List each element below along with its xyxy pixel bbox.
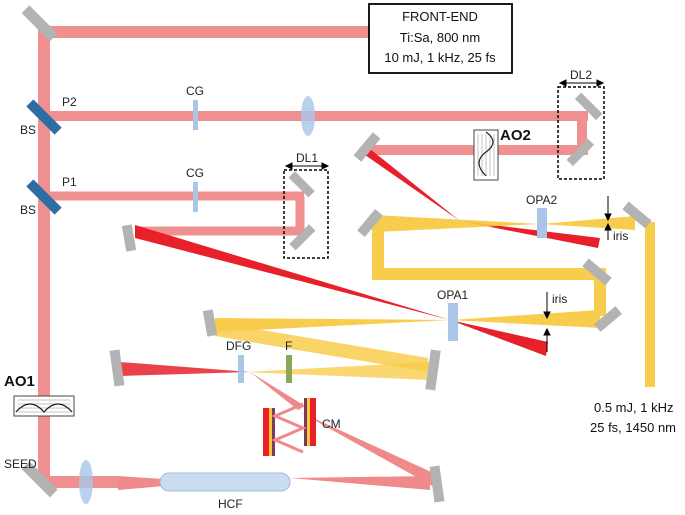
label-filter: F bbox=[285, 339, 292, 353]
cm-left-red bbox=[263, 408, 269, 456]
ao1-device bbox=[13, 395, 75, 417]
cm-left-dark bbox=[272, 408, 275, 456]
label-iris-bottom: iris bbox=[552, 292, 567, 306]
mirror-dl1-bottom bbox=[289, 224, 316, 251]
mirror-dfg-right bbox=[425, 349, 441, 391]
opa1-to-dfg-beam bbox=[215, 322, 428, 372]
cg-top bbox=[193, 100, 198, 130]
hcf-fiber bbox=[159, 472, 291, 492]
dfg-red-cone bbox=[120, 362, 250, 376]
chirped-mirrors bbox=[263, 398, 316, 456]
label-p2: P2 bbox=[62, 95, 77, 109]
iris-bottom-up-arrow-icon bbox=[543, 327, 551, 336]
yellow-beam-paths bbox=[215, 215, 655, 387]
dfg-yellow-beam bbox=[245, 362, 430, 380]
mirror-opa2-right bbox=[622, 201, 652, 229]
opa1-fan-right bbox=[450, 310, 600, 328]
mirror-opa2-left bbox=[357, 209, 383, 237]
mirror-dl2-top bbox=[574, 92, 603, 121]
label-iris-top: iris bbox=[613, 229, 628, 243]
mirror-ao2-curved bbox=[353, 132, 381, 162]
opa1-output-cone bbox=[450, 320, 548, 356]
bs-top bbox=[26, 99, 62, 135]
mirror-hcf-out bbox=[429, 465, 445, 503]
front-end-title: FRONT-END bbox=[402, 9, 478, 24]
iris-bottom-down-arrow-icon bbox=[543, 311, 551, 320]
iris-arrows bbox=[543, 196, 612, 352]
filter bbox=[286, 355, 292, 383]
lens-p2 bbox=[301, 96, 315, 136]
mirrors bbox=[21, 5, 652, 503]
label-seed: SEED bbox=[4, 457, 37, 471]
mirror-p1-curved bbox=[121, 224, 137, 252]
ao2-wave-icon bbox=[478, 131, 494, 177]
bs-bottom bbox=[26, 179, 62, 215]
red-beam-cones bbox=[118, 145, 600, 490]
opa2-loop-bottom bbox=[372, 268, 600, 280]
hcf-out-cone bbox=[290, 476, 430, 490]
cm-right-yellow bbox=[307, 398, 310, 446]
output-line1: 0.5 mJ, 1 kHz bbox=[594, 400, 673, 415]
cm-right-dark bbox=[304, 398, 307, 446]
front-end-box bbox=[368, 3, 513, 74]
label-cm: CM bbox=[322, 417, 341, 431]
opa2-output-cone bbox=[460, 221, 600, 248]
output-line2: 25 fs, 1450 nm bbox=[590, 420, 676, 435]
mirror-opa2-loop bbox=[582, 258, 612, 286]
opa2-crystal bbox=[537, 208, 547, 238]
opa2-fan-right bbox=[540, 216, 635, 230]
mirror-seed bbox=[21, 461, 58, 498]
mirror-dl2-bottom bbox=[566, 138, 595, 167]
opa1-crystal bbox=[448, 303, 458, 341]
dl1-box bbox=[283, 169, 329, 259]
ao1-box bbox=[13, 395, 75, 417]
mirror-top-left bbox=[21, 5, 58, 42]
mirror-dfg-left bbox=[109, 349, 125, 387]
ao2-focus-cone bbox=[365, 145, 460, 221]
label-opa2: OPA2 bbox=[526, 193, 557, 207]
opa2-loop-left bbox=[372, 224, 384, 276]
cm-left-yellow bbox=[269, 408, 272, 456]
cm-to-mirror-beam bbox=[300, 412, 440, 488]
p1-focus-cone bbox=[135, 225, 450, 320]
label-bs-bottom: BS bbox=[20, 203, 36, 217]
beamsplitters bbox=[26, 99, 62, 215]
lens-seed bbox=[79, 460, 93, 504]
mirror-opa1-left bbox=[202, 309, 218, 337]
label-bs-top: BS bbox=[20, 123, 36, 137]
iris-top-up-arrow-icon bbox=[604, 222, 612, 231]
ao2-device bbox=[473, 129, 499, 181]
ao1-wave-icon bbox=[15, 403, 73, 413]
front-end-line2: 10 mJ, 1 kHz, 25 fs bbox=[384, 50, 496, 65]
mirror-dl1-top bbox=[288, 171, 315, 198]
front-end-line1: Ti:Sa, 800 nm bbox=[400, 30, 480, 45]
label-cg-bottom: CG bbox=[186, 166, 204, 180]
delay-arrows bbox=[284, 79, 605, 170]
cm-zigzag-beam bbox=[271, 402, 307, 454]
label-dl1: DL1 bbox=[296, 151, 318, 165]
cg-bottom bbox=[193, 182, 198, 212]
crystals bbox=[79, 96, 547, 504]
dfg-to-cm-beam bbox=[250, 372, 305, 410]
label-hcf: HCF bbox=[218, 497, 243, 511]
label-ao2: AO2 bbox=[500, 127, 531, 144]
label-p1: P1 bbox=[62, 175, 77, 189]
dl2-box bbox=[557, 86, 605, 180]
label-dfg: DFG bbox=[226, 339, 251, 353]
iris-top-down-arrow-icon bbox=[604, 213, 612, 222]
opa1-fan-left bbox=[215, 318, 450, 332]
dfg-crystal bbox=[238, 355, 244, 383]
label-dl2: DL2 bbox=[570, 68, 592, 82]
label-ao1: AO1 bbox=[4, 373, 35, 390]
label-cg-top: CG bbox=[186, 84, 204, 98]
opa2-fan-left bbox=[375, 215, 540, 232]
output-beam bbox=[645, 222, 655, 387]
mirror-opa1-right bbox=[594, 306, 622, 332]
delay-lines bbox=[283, 86, 605, 259]
cm-right-red bbox=[310, 398, 316, 446]
label-opa1: OPA1 bbox=[437, 288, 468, 302]
